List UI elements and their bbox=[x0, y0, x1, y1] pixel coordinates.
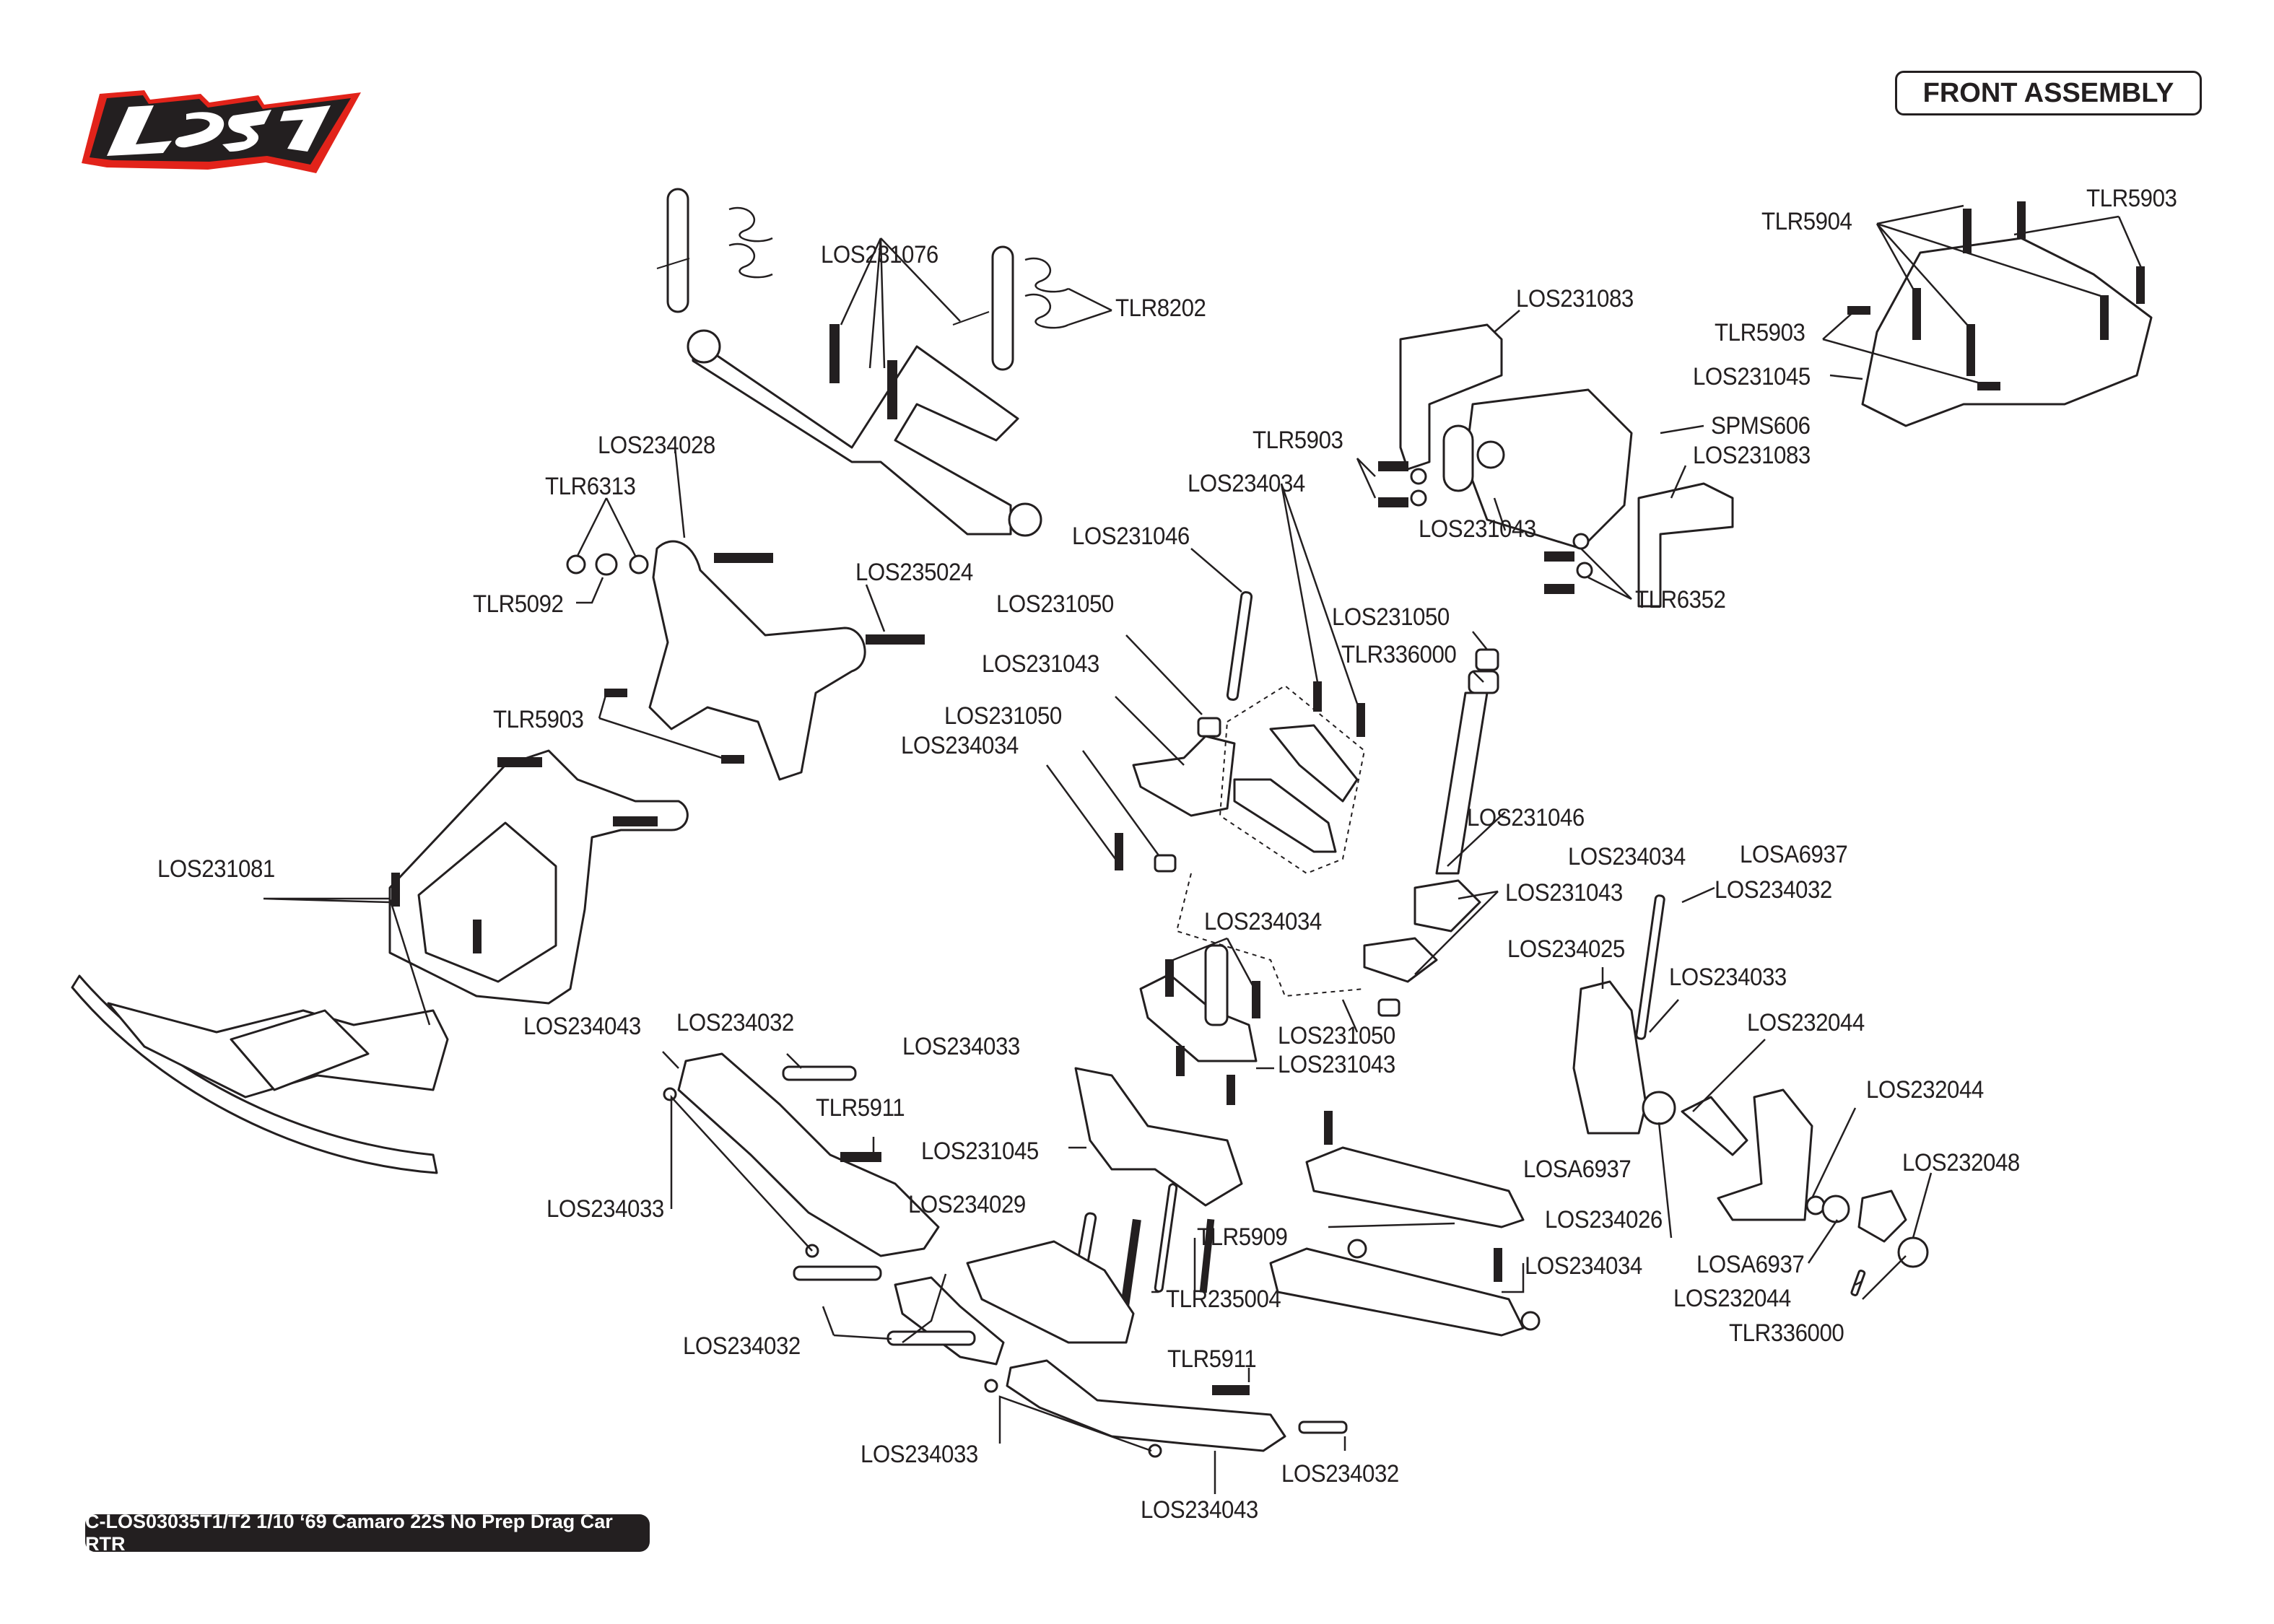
part-label: LOS231043 bbox=[1278, 1051, 1395, 1078]
part-label: LOS231050 bbox=[996, 590, 1114, 618]
part-label: LOS231050 bbox=[1332, 603, 1450, 631]
part-label: LOS234034 bbox=[1525, 1252, 1642, 1280]
part-label: LOS234032 bbox=[683, 1332, 801, 1360]
part-label: LOS231043 bbox=[982, 650, 1099, 678]
part-label: LOS232044 bbox=[1747, 1009, 1865, 1036]
part-label: LOS231043 bbox=[1419, 515, 1536, 543]
front-bumper-part bbox=[71, 974, 449, 1174]
part-label: LOS231045 bbox=[921, 1138, 1039, 1165]
part-label: TLR336000 bbox=[1341, 641, 1457, 668]
part-label: LOS234033 bbox=[902, 1033, 1020, 1060]
part-label: TLR5903 bbox=[1253, 427, 1343, 454]
part-label: LOS234029 bbox=[908, 1191, 1026, 1218]
part-label: LOS234043 bbox=[1141, 1496, 1258, 1524]
part-label: LOS232044 bbox=[1866, 1076, 1984, 1104]
part-label: TLR5911 bbox=[1167, 1345, 1257, 1373]
part-label: TLR6313 bbox=[545, 473, 636, 500]
part-label: LOS235024 bbox=[855, 559, 973, 586]
arm-block-part bbox=[663, 1052, 1243, 1366]
part-label: TLR5903 bbox=[1715, 319, 1805, 346]
shock-tower-part bbox=[566, 540, 925, 781]
part-label: TLR5903 bbox=[2086, 185, 2177, 212]
part-label: LOS231050 bbox=[1278, 1022, 1395, 1049]
part-label: LOS234034 bbox=[1188, 470, 1305, 497]
shock-part bbox=[1363, 648, 1499, 1017]
part-label: LOS231043 bbox=[1505, 879, 1623, 907]
part-label: LOS234025 bbox=[1507, 935, 1625, 963]
part-label: LOS231046 bbox=[1072, 523, 1190, 550]
part-label: TLR5904 bbox=[1761, 208, 1852, 235]
part-label: LOS234034 bbox=[1204, 908, 1322, 935]
bulkhead-part bbox=[1847, 201, 2153, 427]
part-label: TLR235004 bbox=[1166, 1285, 1281, 1313]
part-label: LOS231083 bbox=[1693, 442, 1811, 469]
part-label: LOS231076 bbox=[821, 241, 938, 269]
part-label: TLR336000 bbox=[1729, 1319, 1844, 1347]
part-label: LOS234033 bbox=[1669, 964, 1787, 991]
part-label: LOS231083 bbox=[1516, 285, 1634, 313]
part-label: LOSA6937 bbox=[1696, 1251, 1805, 1278]
part-label: TLR5909 bbox=[1197, 1223, 1288, 1251]
part-label: LOS234032 bbox=[1715, 876, 1832, 904]
part-label: LOS232048 bbox=[1902, 1149, 2020, 1176]
part-label: LOS234032 bbox=[676, 1009, 794, 1036]
part-label: LOS231046 bbox=[1467, 804, 1585, 831]
part-label: SPMS606 bbox=[1711, 412, 1811, 440]
bumper-mount-part bbox=[388, 749, 689, 1005]
part-label: LOS234032 bbox=[1281, 1460, 1399, 1488]
part-label: TLR8202 bbox=[1115, 294, 1206, 322]
part-label: LOS234034 bbox=[1568, 843, 1686, 870]
servo-part bbox=[1378, 323, 1734, 608]
part-label: LOS234034 bbox=[901, 732, 1019, 759]
part-label: TLR5903 bbox=[493, 706, 584, 733]
part-label: LOSA6937 bbox=[1740, 841, 1848, 868]
part-label: LOS234033 bbox=[546, 1195, 664, 1223]
section-title: FRONT ASSEMBLY bbox=[1895, 71, 2202, 115]
part-label: LOS234043 bbox=[523, 1013, 641, 1040]
leader-lines bbox=[263, 204, 2146, 1494]
part-label: LOS234028 bbox=[598, 432, 715, 459]
knuckle-part bbox=[1572, 894, 1929, 1296]
part-label: TLR5911 bbox=[816, 1094, 905, 1122]
part-label: TLR6352 bbox=[1635, 586, 1726, 614]
part-label: LOS232044 bbox=[1673, 1285, 1791, 1312]
part-label: LOS231045 bbox=[1693, 363, 1811, 390]
steering-part bbox=[1115, 591, 1366, 1105]
lower-arm-part bbox=[984, 1359, 1348, 1458]
part-label: LOSA6937 bbox=[1523, 1156, 1632, 1183]
product-footer-badge: C-LOS03035T1/T2 1/10 ‘69 Camaro 22S No P… bbox=[85, 1511, 650, 1555]
part-label: LOS234026 bbox=[1545, 1206, 1663, 1234]
part-label: LOS231050 bbox=[944, 702, 1062, 730]
part-label: LOS231081 bbox=[157, 855, 275, 883]
part-label: TLR5092 bbox=[473, 590, 564, 618]
losi-logo bbox=[82, 90, 361, 173]
body-mount-part bbox=[656, 188, 1069, 537]
part-label: LOS234033 bbox=[861, 1441, 978, 1468]
turnbuckle-part bbox=[1269, 1111, 1541, 1337]
